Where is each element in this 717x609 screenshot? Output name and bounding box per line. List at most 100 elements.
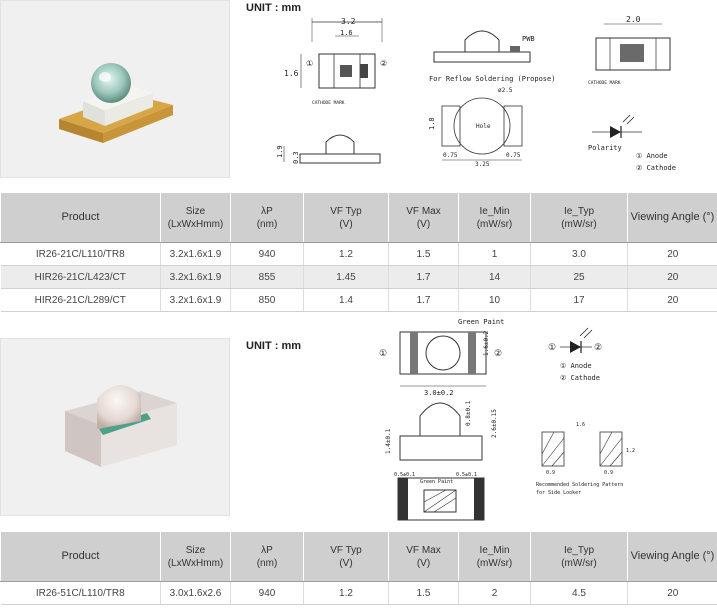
col-ie-min: Ie_Min(mW/sr) bbox=[458, 531, 531, 582]
cell-vf-max: 1.5 bbox=[388, 581, 459, 605]
solder-caption-1: Recommended Soldering Pattern bbox=[536, 482, 623, 488]
reflow-side-view: PWB For Reflow Soldering (Propose) bbox=[429, 30, 555, 83]
pad-h-label: 1.8 bbox=[428, 117, 436, 130]
cell-angle: 20 bbox=[627, 288, 717, 312]
spec-table-1: Product Size(LxWxHmm) λP(nm) VF Typ(V) V… bbox=[0, 192, 717, 312]
hole-dia-label: ø2.5 bbox=[498, 87, 513, 94]
dim-lens-label: 0.8±0.1 bbox=[465, 400, 472, 426]
cell-angle: 20 bbox=[627, 242, 717, 266]
product-photo-side-looker-led bbox=[0, 338, 230, 516]
cell-vf-typ: 1.45 bbox=[303, 265, 389, 289]
col-size: Size(LxWxHmm) bbox=[160, 531, 231, 582]
dim-width-label: 3.2 bbox=[341, 17, 356, 26]
product-photo-smd-led-top bbox=[0, 0, 230, 178]
col-vf-typ: VF Typ(V) bbox=[303, 192, 389, 243]
unit-text: UNIT : mm bbox=[246, 340, 301, 352]
col-ie-typ: Ie_Typ(mW/sr) bbox=[530, 531, 628, 582]
pin1-label: ① bbox=[306, 59, 313, 68]
unit-text: UNIT : mm bbox=[246, 2, 301, 14]
dimension-drawings-2: Green Paint ① ② 3.0±0.2 1.6±0.2 0.8±0.1 … bbox=[379, 318, 635, 521]
table-row: IR26-51C/L110/TR8 3.0x1.6x2.6 940 1.2 1.… bbox=[0, 581, 717, 605]
bottom-view-drawing: 0.5±0.1 0.5±0.1 Green Paint bbox=[394, 472, 485, 521]
dim-height-label: 1.6 bbox=[284, 69, 299, 78]
pwb-label: PWB bbox=[522, 35, 535, 43]
cell-vf-typ: 1.4 bbox=[303, 288, 389, 312]
cell-product: IR26-51C/L110/TR8 bbox=[0, 581, 161, 605]
soldering-pattern-drawing: 1.6 1.2 0.9 0.9 Recommended Soldering Pa… bbox=[536, 422, 635, 496]
dim-len-label: 3.0±0.2 bbox=[424, 389, 454, 397]
col-lambda: λP(nm) bbox=[230, 531, 304, 582]
cell-lambda: 850 bbox=[230, 288, 304, 312]
col-vf-max: VF Max(V) bbox=[388, 192, 459, 243]
polarity-symbol: Polarity ① Anode ② Cathode bbox=[588, 114, 676, 172]
cell-angle: 20 bbox=[627, 581, 717, 605]
cathode-mark-label: CATHODE MARK bbox=[312, 100, 345, 106]
cell-product: HIR26-21C/L289/CT bbox=[0, 288, 161, 312]
cell-product: HIR26-21C/L423/CT bbox=[0, 265, 161, 289]
dim-inner-label: 1.6 bbox=[340, 29, 353, 37]
col-ie-min: Ie_Min(mW/sr) bbox=[458, 192, 531, 243]
cell-size: 3.2x1.6x1.9 bbox=[160, 265, 231, 289]
cell-ie-typ: 3.0 bbox=[530, 242, 628, 266]
cell-ie-min: 2 bbox=[458, 581, 531, 605]
pad-total-label: 3.25 bbox=[475, 161, 490, 168]
cell-vf-max: 1.7 bbox=[388, 288, 459, 312]
col-viewing-angle: Viewing Angle (°) bbox=[627, 192, 717, 243]
side-looker-led-image bbox=[65, 384, 177, 467]
anode-label: ① Anode bbox=[636, 152, 668, 160]
cell-vf-max: 1.5 bbox=[388, 242, 459, 266]
table-row: HIR26-21C/L289/CT 3.2x1.6x1.9 850 1.4 1.… bbox=[0, 288, 717, 312]
polarity-pin1: ① bbox=[548, 343, 556, 353]
green-paint-top-label: Green Paint bbox=[458, 318, 504, 326]
cell-ie-typ: 4.5 bbox=[530, 581, 628, 605]
polarity-pin2: ② bbox=[594, 343, 602, 353]
col-vf-typ: VF Typ(V) bbox=[303, 531, 389, 582]
col-product: Product bbox=[0, 192, 161, 243]
side-view-drawing: 1.9 0.3 bbox=[276, 134, 381, 164]
cell-ie-min: 14 bbox=[458, 265, 531, 289]
solder-gap-label: 1.6 bbox=[576, 422, 585, 428]
pin2-label: ② bbox=[494, 349, 502, 359]
cell-ie-typ: 17 bbox=[530, 288, 628, 312]
green-paint-bottom-label: Green Paint bbox=[420, 479, 453, 485]
cell-size: 3.0x1.6x2.6 bbox=[160, 581, 231, 605]
table-row: IR26-21C/L110/TR8 3.2x1.6x1.9 940 1.2 1.… bbox=[0, 242, 717, 266]
cell-size: 3.2x1.6x1.9 bbox=[160, 288, 231, 312]
spec-table-2-header: Product Size(LxWxHmm) λP(nm) VF Typ(V) V… bbox=[0, 531, 717, 582]
side-view-drawing: 0.8±0.1 2.6±0.15 1.4±0.1 bbox=[385, 400, 498, 461]
solder-w2-label: 0.9 bbox=[604, 470, 613, 476]
front-view-drawing: Green Paint ① ② 3.0±0.2 1.6±0.2 bbox=[379, 318, 504, 397]
pad-left-label: 0.5±0.1 bbox=[394, 472, 415, 478]
cell-angle: 20 bbox=[627, 265, 717, 289]
col-viewing-angle: Viewing Angle (°) bbox=[627, 531, 717, 582]
cell-vf-typ: 1.2 bbox=[303, 581, 389, 605]
solder-h-label: 1.2 bbox=[626, 448, 635, 454]
solder-caption-2: for Side Looker bbox=[536, 490, 581, 496]
unit-label-1: UNIT : mm bbox=[246, 2, 301, 14]
anode-label: ① Anode bbox=[560, 362, 592, 370]
side-h2-label: 0.3 bbox=[292, 151, 300, 164]
top-view-drawing: 3.2 1.6 1.6 ① ② CATHODE MARK bbox=[284, 17, 387, 106]
pad-w1-label: 0.75 bbox=[443, 152, 458, 159]
pad-right-label: 0.5±0.1 bbox=[456, 472, 477, 478]
polarity-symbol: ① ② ① Anode ② Cathode bbox=[548, 327, 602, 382]
cell-ie-min: 10 bbox=[458, 288, 531, 312]
cell-lambda: 940 bbox=[230, 242, 304, 266]
pad-w2-label: 0.75 bbox=[506, 152, 521, 159]
rear-cathode-label: CATHODE MARK bbox=[588, 80, 621, 86]
side-h1-label: 1.9 bbox=[276, 145, 284, 158]
cell-lambda: 940 bbox=[230, 581, 304, 605]
dim-h-label: 2.6±0.15 bbox=[491, 409, 498, 438]
col-vf-max: VF Max(V) bbox=[388, 531, 459, 582]
spec-table-1-header: Product Size(LxWxHmm) λP(nm) VF Typ(V) V… bbox=[0, 192, 717, 243]
cell-lambda: 855 bbox=[230, 265, 304, 289]
solder-w1-label: 0.9 bbox=[546, 470, 555, 476]
unit-label-2: UNIT : mm bbox=[246, 340, 301, 352]
pin1-label: ① bbox=[379, 349, 387, 359]
dimension-drawings-1: 3.2 1.6 1.6 ① ② CATHODE MARK 1.9 0.3 PWB… bbox=[276, 15, 676, 172]
cell-ie-min: 1 bbox=[458, 242, 531, 266]
reflow-pad-pattern: Hole ø2.5 1.8 0.75 0.75 3.25 bbox=[428, 87, 523, 168]
hole-label: Hole bbox=[476, 123, 491, 130]
cell-size: 3.2x1.6x1.9 bbox=[160, 242, 231, 266]
rear-view-drawing: 2.0 CATHODE MARK bbox=[588, 15, 671, 86]
